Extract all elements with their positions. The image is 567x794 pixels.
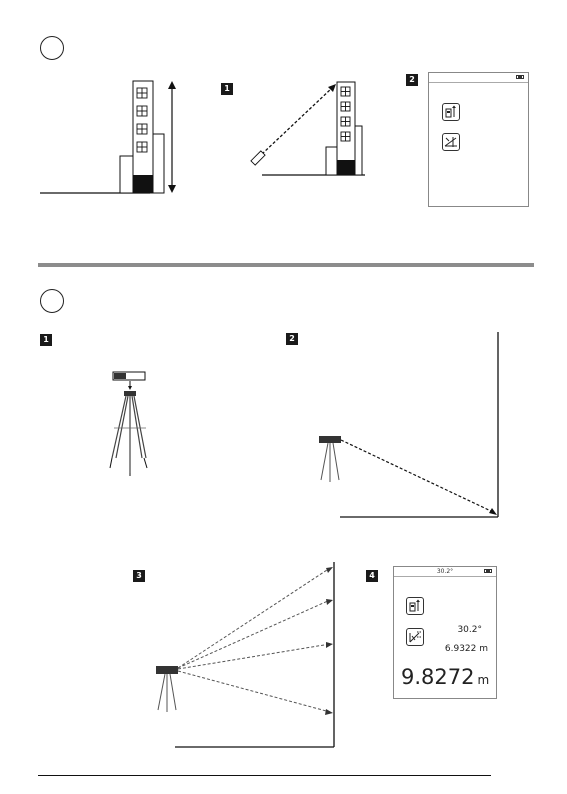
step-badge-b4: 4 [366, 570, 378, 582]
step-badge-b2: 2 [286, 333, 298, 345]
footer-rule [38, 775, 491, 776]
device-screen-a [428, 72, 529, 207]
step-badge-b3: 3 [133, 570, 145, 582]
section-b-marker [40, 289, 64, 313]
angle-measure-icon [406, 628, 424, 646]
multi-point-diagram [150, 560, 340, 750]
building-height-diagram [40, 78, 190, 198]
result-value: 9.8272 [401, 665, 474, 689]
step-badge-a1: 1 [221, 83, 233, 95]
screen-a-status-bar [429, 73, 528, 83]
battery-icon [516, 75, 524, 79]
screen-b-status-bar: 30.2° [394, 567, 496, 577]
horizontal-distance-value: 6.9322 m [445, 644, 488, 654]
aim-top-diagram [248, 78, 368, 180]
angle-measure-icon [442, 133, 460, 151]
section-a-marker [40, 36, 64, 60]
section-divider [38, 263, 534, 267]
step-badge-a2: 2 [406, 74, 418, 86]
height-measure-icon [442, 103, 460, 121]
top-angle-readout: 30.2° [437, 568, 453, 575]
corner-measure-diagram [315, 330, 505, 522]
tripod-mount-diagram [100, 368, 170, 478]
step-badge-b1: 1 [40, 334, 52, 346]
result-unit: m [477, 673, 489, 687]
battery-icon [484, 569, 492, 573]
height-measure-icon [406, 597, 424, 615]
angle-value: 30.2° [457, 625, 482, 635]
